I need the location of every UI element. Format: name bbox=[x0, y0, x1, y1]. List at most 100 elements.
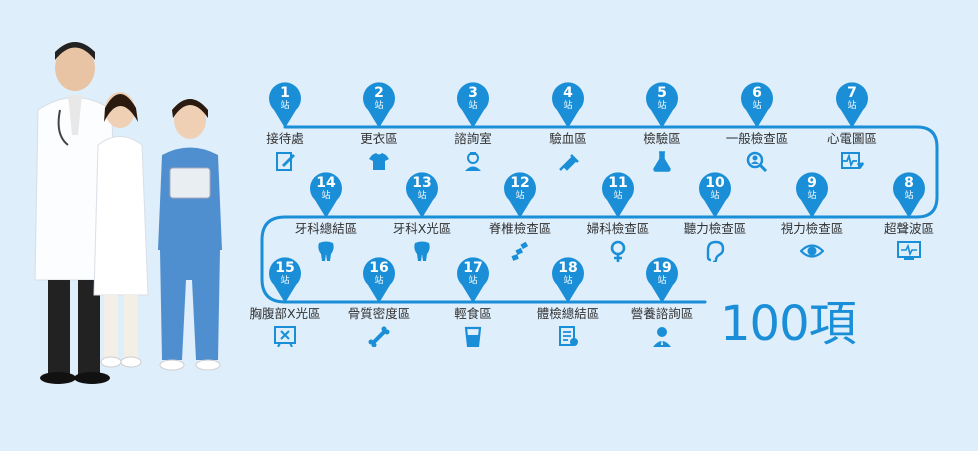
station-label: 輕食區 bbox=[454, 306, 492, 321]
station-label: 視力檢查區 bbox=[780, 221, 844, 236]
station-suffix: 站 bbox=[807, 191, 817, 201]
station-label: 營養諮詢區 bbox=[630, 306, 694, 321]
station-number: 17 bbox=[463, 260, 483, 276]
station-suffix: 站 bbox=[321, 191, 331, 201]
tooth-icon bbox=[314, 240, 338, 262]
station-label: 胸腹部X光區 bbox=[249, 306, 321, 321]
station-suffix: 站 bbox=[563, 276, 573, 286]
station-label: 心電圖區 bbox=[826, 131, 877, 146]
station-label: 更衣區 bbox=[360, 131, 398, 146]
spine-icon bbox=[508, 240, 532, 262]
form-pen-icon bbox=[273, 150, 297, 172]
consultant-icon bbox=[650, 325, 674, 347]
station-suffix: 站 bbox=[374, 101, 384, 111]
ecg-heart-icon bbox=[840, 150, 864, 172]
station-label: 諮詢室 bbox=[454, 131, 492, 146]
total-items-label: 100項 bbox=[720, 296, 857, 352]
station-label: 聽力檢查區 bbox=[683, 221, 747, 236]
station-suffix: 站 bbox=[752, 101, 762, 111]
station-number: 10 bbox=[705, 175, 725, 191]
female-doctor-figure bbox=[93, 92, 149, 368]
station-label: 脊椎檢查區 bbox=[488, 221, 552, 236]
station-label: 一般檢查區 bbox=[725, 131, 789, 146]
station-number: 13 bbox=[412, 175, 432, 191]
nurse-icon bbox=[461, 150, 485, 172]
station-label: 驗血區 bbox=[549, 131, 587, 146]
station-number: 12 bbox=[510, 175, 530, 191]
station-suffix: 站 bbox=[280, 276, 290, 286]
tooth-icon bbox=[410, 240, 434, 262]
magnifier-person-icon bbox=[745, 150, 769, 172]
station-suffix: 站 bbox=[847, 101, 857, 111]
station-suffix: 站 bbox=[280, 101, 290, 111]
station-number: 9 bbox=[807, 175, 817, 191]
station-number: 16 bbox=[369, 260, 389, 276]
station-suffix: 站 bbox=[657, 101, 667, 111]
medical-staff-illustration bbox=[20, 40, 250, 400]
station-label: 超聲波區 bbox=[883, 221, 934, 236]
station-number: 2 bbox=[374, 85, 384, 101]
xray-board-icon bbox=[273, 325, 297, 347]
station-number: 15 bbox=[275, 260, 295, 276]
station-number: 14 bbox=[316, 175, 336, 191]
bone-icon bbox=[367, 325, 391, 347]
station-label: 骨質密度區 bbox=[347, 306, 411, 321]
station-label: 婦科檢查區 bbox=[586, 221, 650, 236]
shirt-icon bbox=[367, 150, 391, 172]
ear-icon bbox=[703, 240, 727, 262]
report-icon bbox=[556, 325, 580, 347]
eye-icon bbox=[800, 240, 824, 262]
flask-icon bbox=[650, 150, 674, 172]
doctor-figure bbox=[34, 42, 116, 384]
station-suffix: 站 bbox=[613, 191, 623, 201]
station-suffix: 站 bbox=[515, 191, 525, 201]
station-label: 牙科總結區 bbox=[294, 221, 358, 236]
station-label: 接待處 bbox=[266, 131, 304, 146]
station-suffix: 站 bbox=[563, 101, 573, 111]
station-number: 19 bbox=[652, 260, 672, 276]
station-number: 4 bbox=[563, 85, 573, 101]
station-number: 7 bbox=[847, 85, 857, 101]
female-symbol-icon bbox=[606, 240, 630, 262]
station-label: 檢驗區 bbox=[643, 131, 681, 146]
nurse-figure bbox=[158, 99, 222, 371]
station-number: 11 bbox=[608, 175, 628, 191]
station-suffix: 站 bbox=[417, 191, 427, 201]
station-number: 6 bbox=[752, 85, 762, 101]
station-suffix: 站 bbox=[468, 276, 478, 286]
station-label: 牙科X光區 bbox=[392, 221, 452, 236]
station-suffix: 站 bbox=[374, 276, 384, 286]
station-suffix: 站 bbox=[657, 276, 667, 286]
monitor-wave-icon bbox=[897, 240, 921, 262]
station-number: 1 bbox=[280, 85, 290, 101]
syringe-icon bbox=[556, 150, 580, 172]
station-label: 體檢總結區 bbox=[536, 306, 600, 321]
station-number: 5 bbox=[657, 85, 667, 101]
station-number: 8 bbox=[904, 175, 914, 191]
station-suffix: 站 bbox=[710, 191, 720, 201]
station-suffix: 站 bbox=[468, 101, 478, 111]
cup-icon bbox=[461, 325, 485, 347]
station-number: 3 bbox=[468, 85, 478, 101]
station-suffix: 站 bbox=[904, 191, 914, 201]
